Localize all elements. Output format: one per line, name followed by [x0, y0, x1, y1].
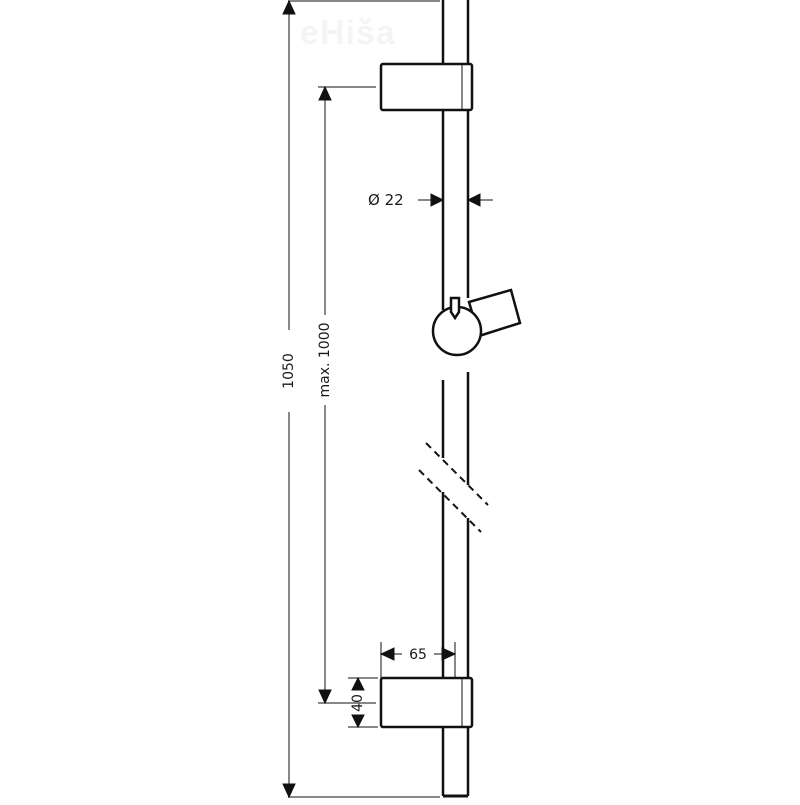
top-wall-bracket: [379, 62, 474, 112]
dimension-label-bracket-height: 40: [350, 694, 366, 712]
dimension-max-distance: [318, 85, 376, 705]
break-symbol: [418, 442, 489, 533]
dimension-label-diameter: Ø 22: [368, 191, 404, 209]
dimension-label-bracket-depth: 65: [409, 647, 427, 663]
dimension-label-max-distance: max. 1000: [317, 322, 333, 397]
slider-holder: [431, 288, 522, 357]
dimension-bracket-height: [348, 676, 378, 729]
bottom-wall-bracket: [379, 676, 474, 729]
rail: [441, 0, 470, 798]
dimension-diameter: [418, 193, 493, 207]
dimension-label-total-length: 1050: [281, 353, 297, 389]
watermark-logo: eHiša: [300, 14, 396, 52]
dimension-bracket-depth: [379, 642, 457, 678]
dimension-total-length: [282, 0, 440, 799]
